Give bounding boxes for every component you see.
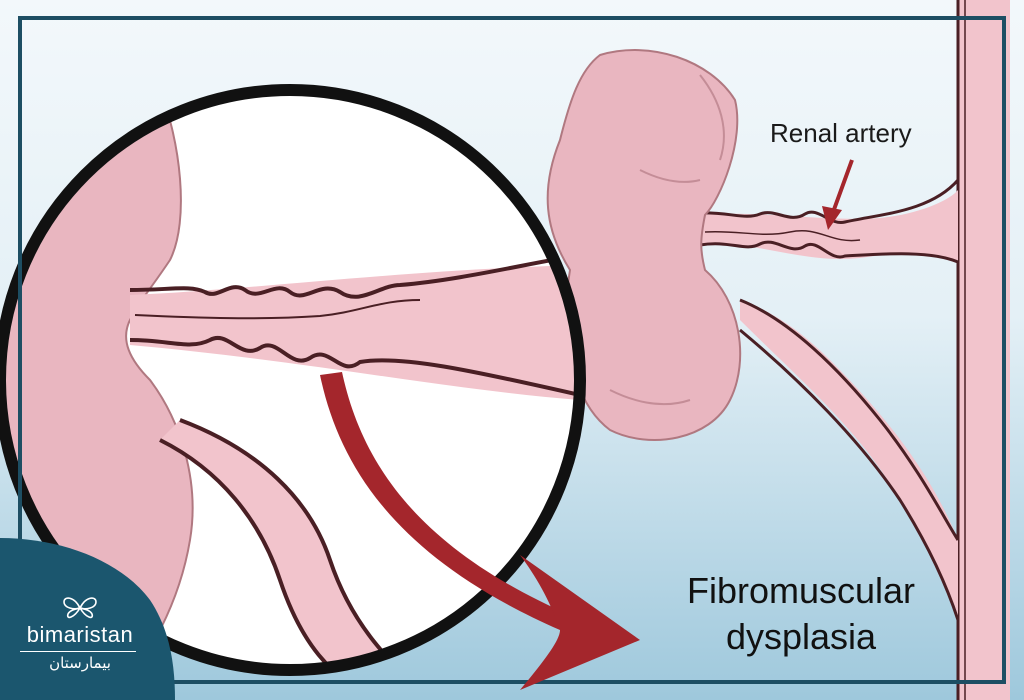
ureter-right <box>739 298 960 621</box>
frame-border <box>18 16 1006 684</box>
magnifier-circle <box>0 84 586 676</box>
brand-name: bimaristan <box>26 622 134 647</box>
brand-logo-block: bimaristan بيمارستان <box>0 538 170 700</box>
kidney-right <box>546 49 742 441</box>
fmd-label-line1: Fibromuscular <box>686 570 916 611</box>
brand-name-arabic: بيمارستان <box>49 654 111 672</box>
brand-background <box>0 538 175 700</box>
renal-artery-pointer-arrow <box>822 159 854 230</box>
butterfly-icon <box>63 597 97 619</box>
fibromuscular-dysplasia-label: Fibromuscular dysplasia <box>676 568 926 660</box>
brand-divider <box>20 651 136 652</box>
renal-artery-label: Renal artery <box>770 118 912 148</box>
fmd-label-line2: dysplasia <box>725 616 877 657</box>
fmd-curved-arrow <box>320 372 640 690</box>
